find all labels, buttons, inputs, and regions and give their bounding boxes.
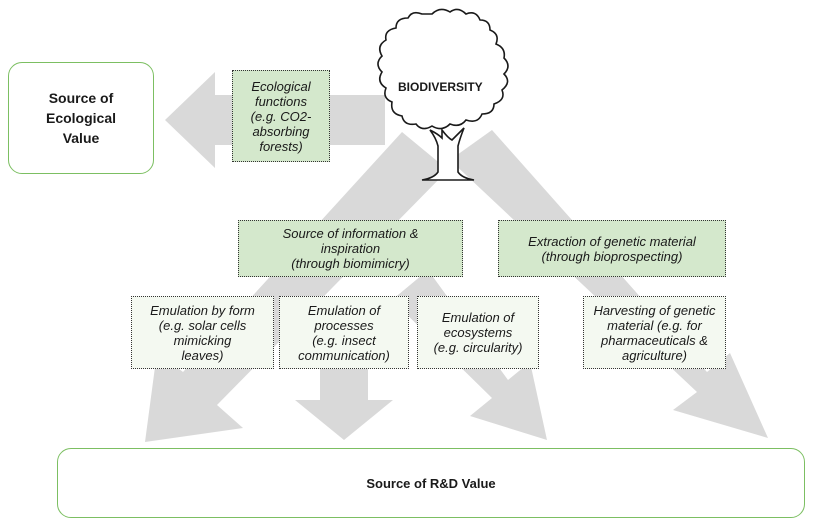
rd-value-label: Source of R&D Value: [366, 475, 496, 491]
emulation-ecosystems-box: Emulation of ecosystems (e.g. circularit…: [417, 296, 539, 369]
info-inspiration-label: Source of information & inspiration (thr…: [282, 226, 419, 271]
genetic-extraction-label: Extraction of genetic material (through …: [528, 233, 696, 264]
ecological-value-box: Source of Ecological Value: [8, 62, 154, 174]
arrow-to-rd-down-center: [295, 368, 393, 440]
rd-value-box: Source of R&D Value: [57, 448, 805, 518]
emulation-processes-box: Emulation of processes (e.g. insect comm…: [279, 296, 409, 369]
emulation-form-label: Emulation by form (e.g. solar cells mimi…: [150, 302, 255, 363]
ecological-functions-label: Ecological functions (e.g. CO2- absorbin…: [250, 78, 312, 154]
ecological-functions-box: Ecological functions (e.g. CO2- absorbin…: [232, 70, 330, 162]
ecological-value-label: Source of Ecological Value: [45, 90, 117, 146]
emulation-ecosystems-label: Emulation of ecosystems (e.g. circularit…: [433, 310, 523, 355]
genetic-extraction-box: Extraction of genetic material (through …: [498, 220, 726, 277]
emulation-processes-label: Emulation of processes (e.g. insect comm…: [298, 302, 390, 363]
biodiversity-label: BIODIVERSITY: [398, 80, 483, 94]
tree-icon: [377, 8, 509, 181]
harvesting-box: Harvesting of genetic material (e.g. for…: [583, 296, 726, 369]
harvesting-label: Harvesting of genetic material (e.g. for…: [593, 302, 716, 363]
emulation-form-box: Emulation by form (e.g. solar cells mimi…: [131, 296, 274, 369]
info-inspiration-box: Source of information & inspiration (thr…: [238, 220, 463, 277]
